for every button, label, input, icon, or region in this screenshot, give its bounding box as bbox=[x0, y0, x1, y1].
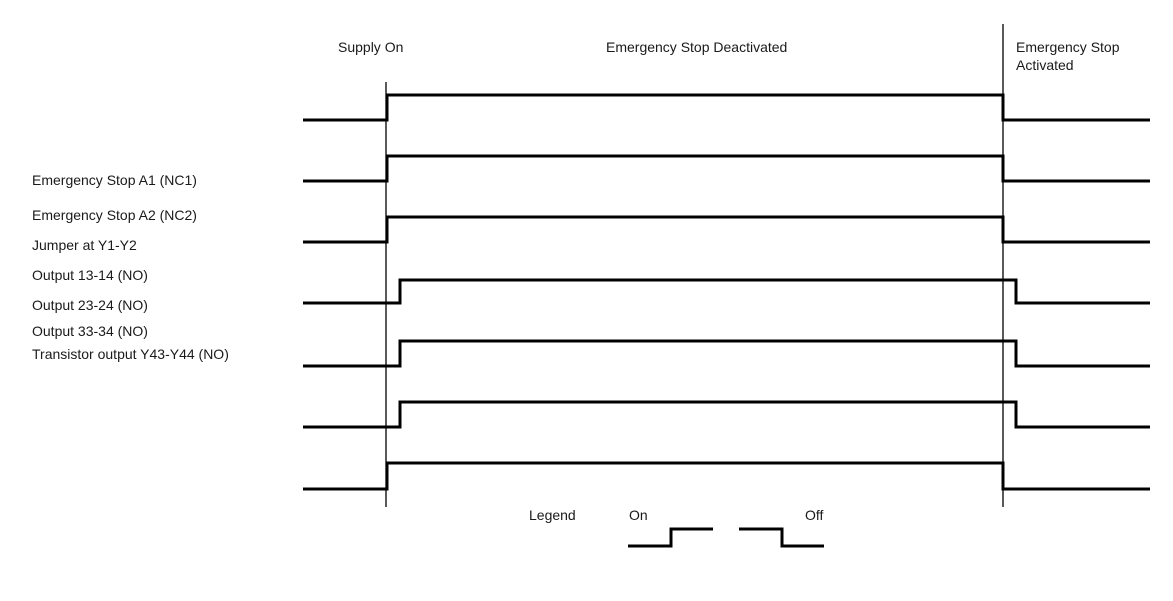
signal-trace-3 bbox=[303, 278, 1150, 305]
signal-label-transistor-output: Transistor output Y43-Y44 (NO) bbox=[32, 346, 229, 362]
signal-label-jumper-y1-y2: Jumper at Y1-Y2 bbox=[32, 237, 137, 253]
signal-trace-2 bbox=[303, 215, 1150, 244]
legend-title: Legend bbox=[529, 507, 576, 523]
header-activated-line2: Activated bbox=[1016, 57, 1074, 73]
signal-trace-4 bbox=[303, 339, 1150, 368]
header-emergency-stop-activated: Emergency Stop Activated bbox=[1016, 38, 1120, 74]
legend-on-label: On bbox=[629, 507, 648, 523]
signal-label-emergency-stop-a1: Emergency Stop A1 (NC1) bbox=[32, 172, 197, 188]
signal-label-output-23-24: Output 23-24 (NO) bbox=[32, 297, 148, 313]
header-activated-line1: Emergency Stop bbox=[1016, 39, 1120, 55]
legend-off-symbol bbox=[739, 527, 824, 548]
header-emergency-stop-deactivated: Emergency Stop Deactivated bbox=[606, 39, 788, 55]
legend-on-symbol bbox=[628, 527, 713, 548]
signal-trace-1 bbox=[303, 154, 1150, 183]
waveforms bbox=[303, 93, 1150, 491]
signal-trace-5 bbox=[303, 400, 1150, 429]
signal-trace-6 bbox=[303, 461, 1150, 491]
signal-trace-0 bbox=[303, 93, 1150, 122]
header-supply-on: Supply On bbox=[338, 39, 404, 55]
legend-off-label: Off bbox=[805, 507, 824, 523]
signal-label-output-33-34: Output 33-34 (NO) bbox=[32, 323, 148, 339]
signal-label-output-13-14: Output 13-14 (NO) bbox=[32, 267, 148, 283]
signal-label-emergency-stop-a2: Emergency Stop A2 (NC2) bbox=[32, 207, 197, 223]
